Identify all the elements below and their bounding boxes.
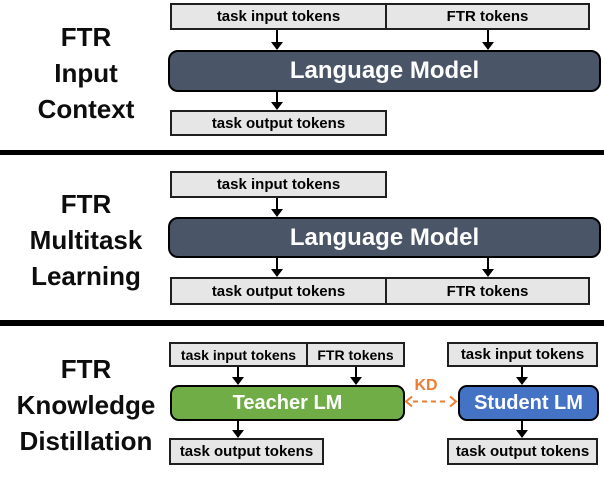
s3-teacher-task-output-tokens-box: task output tokens <box>169 438 324 465</box>
s3-student-lm-box: Student LM <box>458 385 599 421</box>
section-divider-1 <box>0 150 604 155</box>
kd-label: KD <box>414 377 438 394</box>
section-divider-2 <box>0 320 604 326</box>
s1-input-to-model-arrow <box>270 30 284 50</box>
s3-teacher-ftr-arrow <box>349 367 363 385</box>
section2-title-line3: Learning <box>31 261 141 291</box>
kd-dashed-arrow-icon <box>404 395 458 408</box>
s2-ftr-tokens-box: FTR tokens <box>385 277 590 305</box>
section1-title: FTR Input Context <box>0 19 172 127</box>
s2-task-output-tokens-box: task output tokens <box>170 277 387 305</box>
s1-language-model-box: Language Model <box>168 50 601 92</box>
s3-teacher-ftr-tokens-box: FTR tokens <box>306 342 405 367</box>
section3-title-line2: Knowledge <box>16 390 156 420</box>
s2-input-to-model-arrow <box>270 198 284 217</box>
s1-ftr-tokens-box: FTR tokens <box>385 3 590 30</box>
s3-teacher-task-input-tokens-box: task input tokens <box>169 342 308 367</box>
section2-title: FTR Multitask Learning <box>0 186 172 294</box>
s2-language-model-box: Language Model <box>168 217 601 258</box>
section2-title-line1: FTR <box>60 189 112 219</box>
s1-model-to-output-arrow <box>270 92 284 110</box>
section1-title-line2: Input <box>54 58 118 88</box>
s3-student-task-input-tokens-box: task input tokens <box>447 342 598 367</box>
s2-task-input-tokens-box: task input tokens <box>170 171 387 198</box>
s3-teacher-output-arrow <box>231 421 245 438</box>
s1-task-output-tokens-box: task output tokens <box>170 110 387 136</box>
s3-student-input-arrow <box>515 367 529 385</box>
s1-task-input-tokens-box: task input tokens <box>170 3 387 30</box>
section3-title-line3: Distillation <box>19 426 153 456</box>
s1-ftr-to-model-arrow <box>481 30 495 50</box>
section1-title-line1: FTR <box>60 22 112 52</box>
section2-title-line2: Multitask <box>29 225 143 255</box>
s3-student-task-output-tokens-box: task output tokens <box>447 438 598 465</box>
section3-title: FTR Knowledge Distillation <box>0 351 172 459</box>
section3-title-line1: FTR <box>60 354 112 384</box>
s3-student-output-arrow <box>515 421 529 438</box>
s3-teacher-input-arrow <box>231 367 245 385</box>
s2-model-to-ftr-arrow <box>481 258 495 277</box>
section1-title-line3: Context <box>37 94 135 124</box>
s3-teacher-lm-box: Teacher LM <box>170 385 405 421</box>
s2-model-to-output-arrow <box>270 258 284 277</box>
